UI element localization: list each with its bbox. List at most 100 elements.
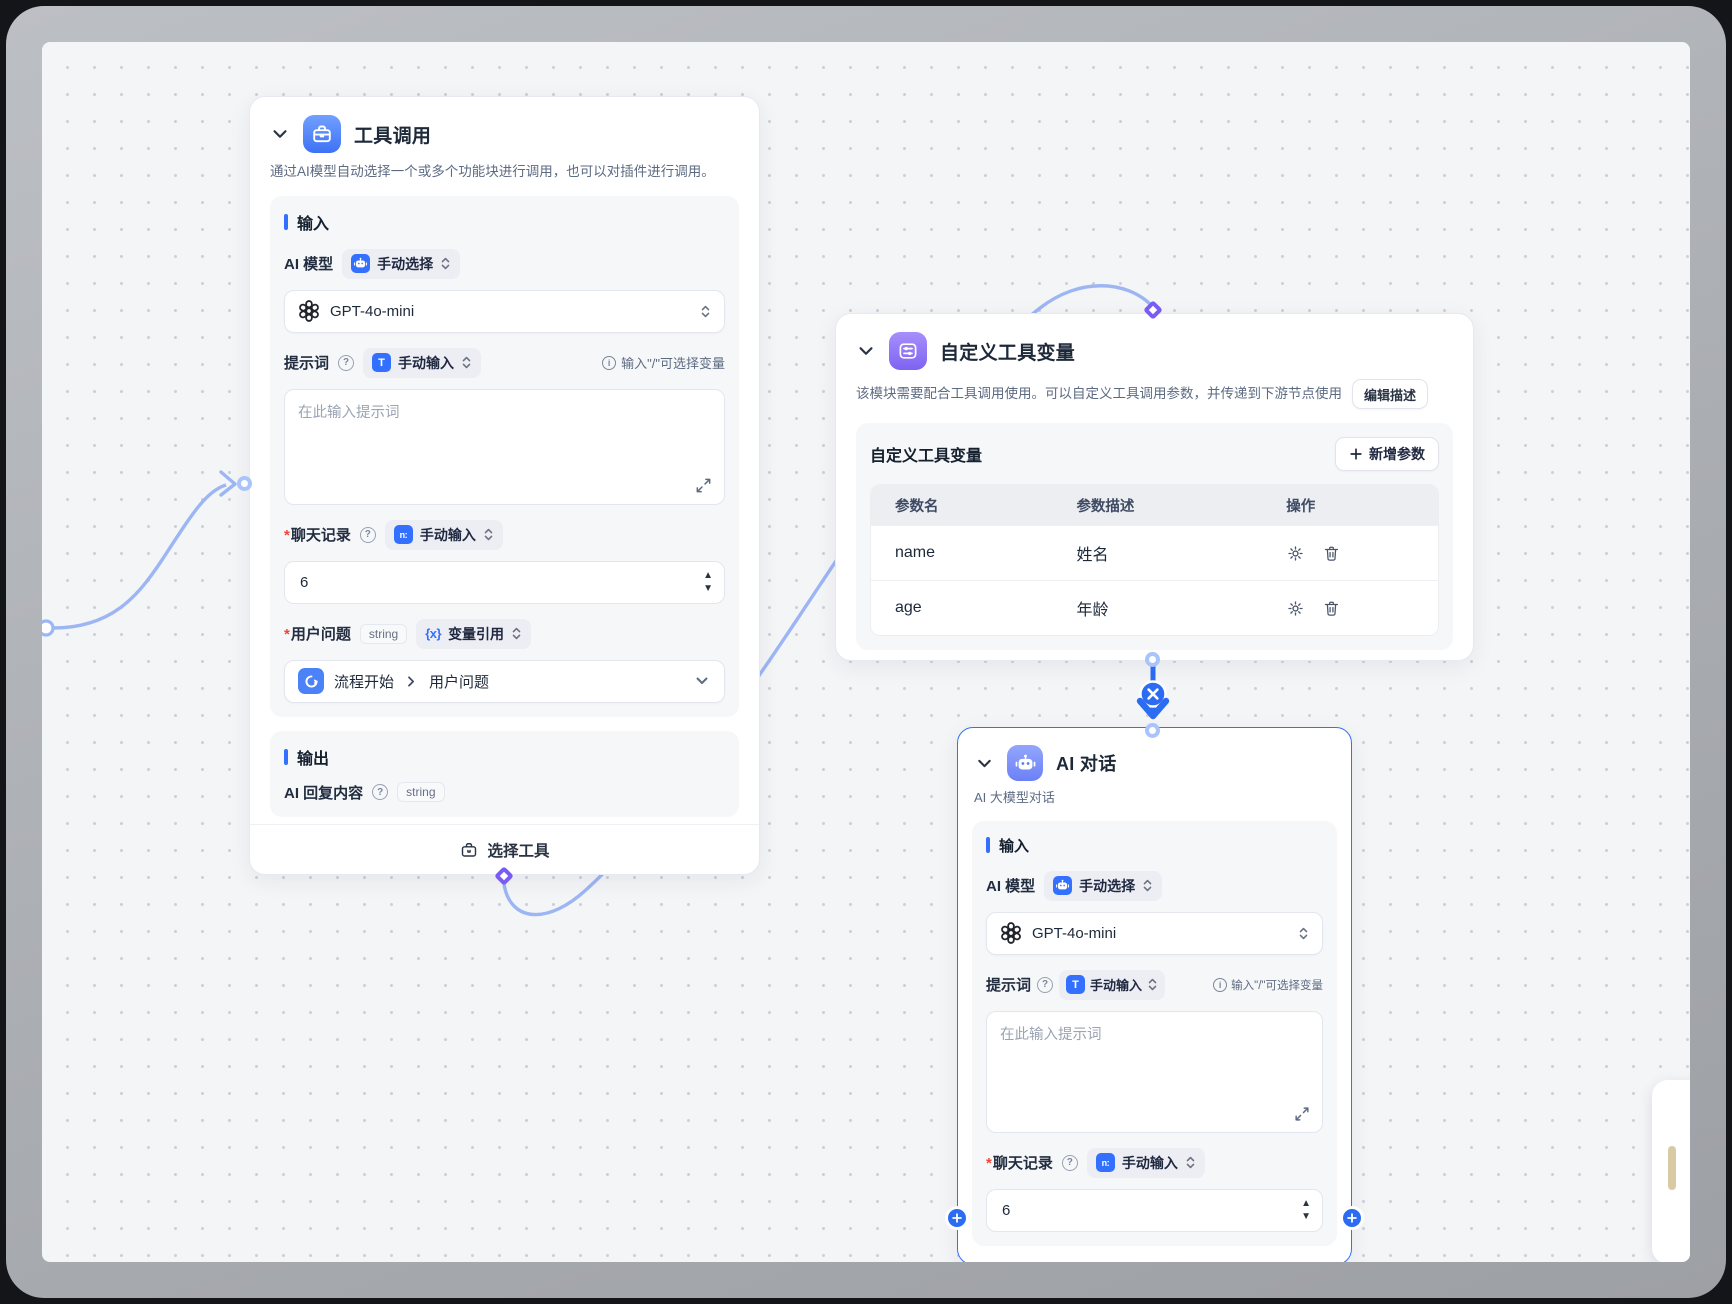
- openai-icon: [1000, 922, 1022, 945]
- number-input-icon: [1095, 1153, 1115, 1173]
- question-mode-dropdown[interactable]: 变量引用: [416, 618, 532, 649]
- side-panel[interactable]: [1652, 1080, 1690, 1262]
- history-number-wrap: [284, 560, 725, 604]
- model-mode-dropdown[interactable]: 手动选择: [1044, 870, 1163, 901]
- expand-icon[interactable]: [694, 476, 713, 495]
- edge-connector-arrow: [1136, 697, 1170, 720]
- node-tool-call[interactable]: 工具调用 通过AI模型自动选择一个或多个功能块进行调用，也可以对插件进行调用。 …: [249, 96, 760, 875]
- chevron-updown-icon: [484, 528, 493, 541]
- node-input-handle[interactable]: [237, 476, 252, 491]
- node-ai-chat[interactable]: AI 对话 AI 大模型对话 输入 AI 模型 手动选择 GPT-4o-mini: [957, 727, 1352, 1262]
- section-bar: [284, 213, 288, 230]
- gear-icon[interactable]: [1286, 544, 1305, 563]
- gear-icon[interactable]: [1286, 599, 1305, 618]
- help-icon[interactable]: [338, 354, 355, 371]
- node-description: 该模块需要配合工具调用使用。可以自定义工具调用参数，并传递到下游节点使用: [856, 386, 1342, 402]
- variable-ref-icon: [425, 626, 441, 641]
- chevron-updown-icon: [1143, 880, 1152, 892]
- header-param-name: 参数名: [895, 498, 939, 515]
- panel-accent: [1668, 1146, 1676, 1190]
- chevron-updown-icon: [701, 305, 710, 317]
- history-number-input[interactable]: [987, 1189, 1322, 1231]
- connector-target-handle[interactable]: [1145, 723, 1160, 738]
- history-number-input[interactable]: [285, 561, 724, 603]
- history-mode-dropdown[interactable]: 手动输入: [1086, 1147, 1205, 1178]
- model-select-value: GPT-4o-mini: [1032, 924, 1117, 942]
- collapse-chevron-icon[interactable]: [270, 124, 290, 144]
- prompt-mode-dropdown[interactable]: 手动输入: [363, 347, 482, 378]
- briefcase-icon: [462, 842, 477, 857]
- custom-variable-icon: [889, 332, 927, 370]
- question-mode-label: 变量引用: [448, 625, 505, 642]
- header-param-desc: 参数描述: [1076, 498, 1135, 515]
- model-select-value: GPT-4o-mini: [330, 302, 415, 320]
- add-left-handle[interactable]: [945, 1206, 969, 1230]
- collapse-chevron-icon[interactable]: [856, 341, 876, 361]
- help-icon[interactable]: [1061, 1154, 1078, 1171]
- prompt-mode-dropdown[interactable]: 手动输入: [1059, 969, 1166, 1000]
- prompt-label: 提示词: [284, 355, 330, 373]
- output-section-label: 输出: [297, 750, 330, 768]
- edge-incoming: [52, 483, 227, 630]
- prompt-mode-label: 手动输入: [398, 354, 455, 371]
- prompt-textarea-wrap: [986, 1010, 1323, 1133]
- prompt-textarea-wrap: [284, 388, 725, 505]
- help-icon[interactable]: [359, 526, 376, 543]
- input-section: 输入 AI 模型 手动选择 GPT-4o-mini 提示词: [270, 195, 739, 717]
- add-param-label: 新增参数: [1369, 446, 1425, 462]
- edit-description-button[interactable]: 编辑描述: [1352, 379, 1429, 409]
- prompt-textarea[interactable]: [285, 389, 724, 504]
- collapse-chevron-icon[interactable]: [974, 753, 994, 773]
- question-source-select[interactable]: 流程开始 用户问题: [284, 659, 725, 703]
- question-field: 用户问题: [429, 673, 490, 691]
- trash-icon[interactable]: [1322, 599, 1341, 618]
- input-section: 输入 AI 模型 手动选择 GPT-4o-mini 提示词: [972, 820, 1337, 1246]
- number-stepper[interactable]: [1301, 1190, 1311, 1231]
- edge-incoming-source: [42, 619, 55, 637]
- prompt-mode-label: 手动输入: [1090, 978, 1143, 994]
- history-mode-label: 手动输入: [1121, 1154, 1178, 1171]
- connector-source-handle[interactable]: [1145, 652, 1160, 667]
- text-input-icon: [1066, 975, 1086, 995]
- header-actions: 操作: [1286, 498, 1316, 515]
- chevron-updown-icon: [512, 627, 521, 640]
- add-right-handle[interactable]: [1340, 1206, 1364, 1230]
- question-label: *用户问题: [284, 626, 351, 644]
- chevron-updown-icon: [1299, 927, 1308, 940]
- plus-icon: [1350, 448, 1362, 460]
- info-icon: [1213, 977, 1228, 992]
- variable-hint: 输入"/"可选择变量: [602, 353, 725, 372]
- expand-icon[interactable]: [1293, 1105, 1311, 1123]
- number-stepper[interactable]: [703, 562, 713, 603]
- robot-icon: [1053, 876, 1073, 896]
- model-mode-dropdown[interactable]: 手动选择: [342, 248, 461, 279]
- model-select[interactable]: GPT-4o-mini: [986, 911, 1323, 955]
- section-bar: [284, 748, 288, 765]
- model-select[interactable]: GPT-4o-mini: [284, 289, 725, 333]
- prompt-textarea[interactable]: [987, 1011, 1322, 1132]
- add-param-button[interactable]: 新增参数: [1335, 437, 1439, 471]
- ai-model-label: AI 模型: [986, 878, 1036, 896]
- table-row: name 姓名: [871, 525, 1438, 580]
- trash-icon[interactable]: [1322, 544, 1341, 563]
- flow-start-icon: [298, 668, 324, 695]
- select-tool-button[interactable]: 选择工具: [250, 824, 759, 874]
- history-label: *聊天记录: [284, 527, 351, 545]
- help-icon[interactable]: [372, 784, 389, 801]
- ai-model-label: AI 模型: [284, 256, 334, 274]
- help-icon[interactable]: [1037, 976, 1054, 993]
- node-custom-variable[interactable]: 自定义工具变量 该模块需要配合工具调用使用。可以自定义工具调用参数，并传递到下游…: [835, 313, 1474, 661]
- input-section-label: 输入: [999, 837, 1030, 855]
- flow-canvas[interactable]: 工具调用 通过AI模型自动选择一个或多个功能块进行调用，也可以对插件进行调用。 …: [42, 42, 1690, 1262]
- prompt-label: 提示词: [986, 977, 1032, 995]
- type-badge: string: [397, 782, 445, 803]
- history-mode-dropdown[interactable]: 手动输入: [384, 519, 503, 550]
- params-table-header: 参数名 参数描述 操作: [871, 485, 1438, 525]
- tool-call-icon: [303, 115, 341, 153]
- node-description: 通过AI模型自动选择一个或多个功能块进行调用，也可以对插件进行调用。: [270, 164, 715, 179]
- info-icon: [602, 355, 617, 370]
- node-title: 自定义工具变量: [940, 342, 1076, 364]
- robot-icon: [351, 254, 371, 274]
- chevron-down-icon: [696, 677, 708, 685]
- param-desc: 姓名: [1076, 547, 1109, 564]
